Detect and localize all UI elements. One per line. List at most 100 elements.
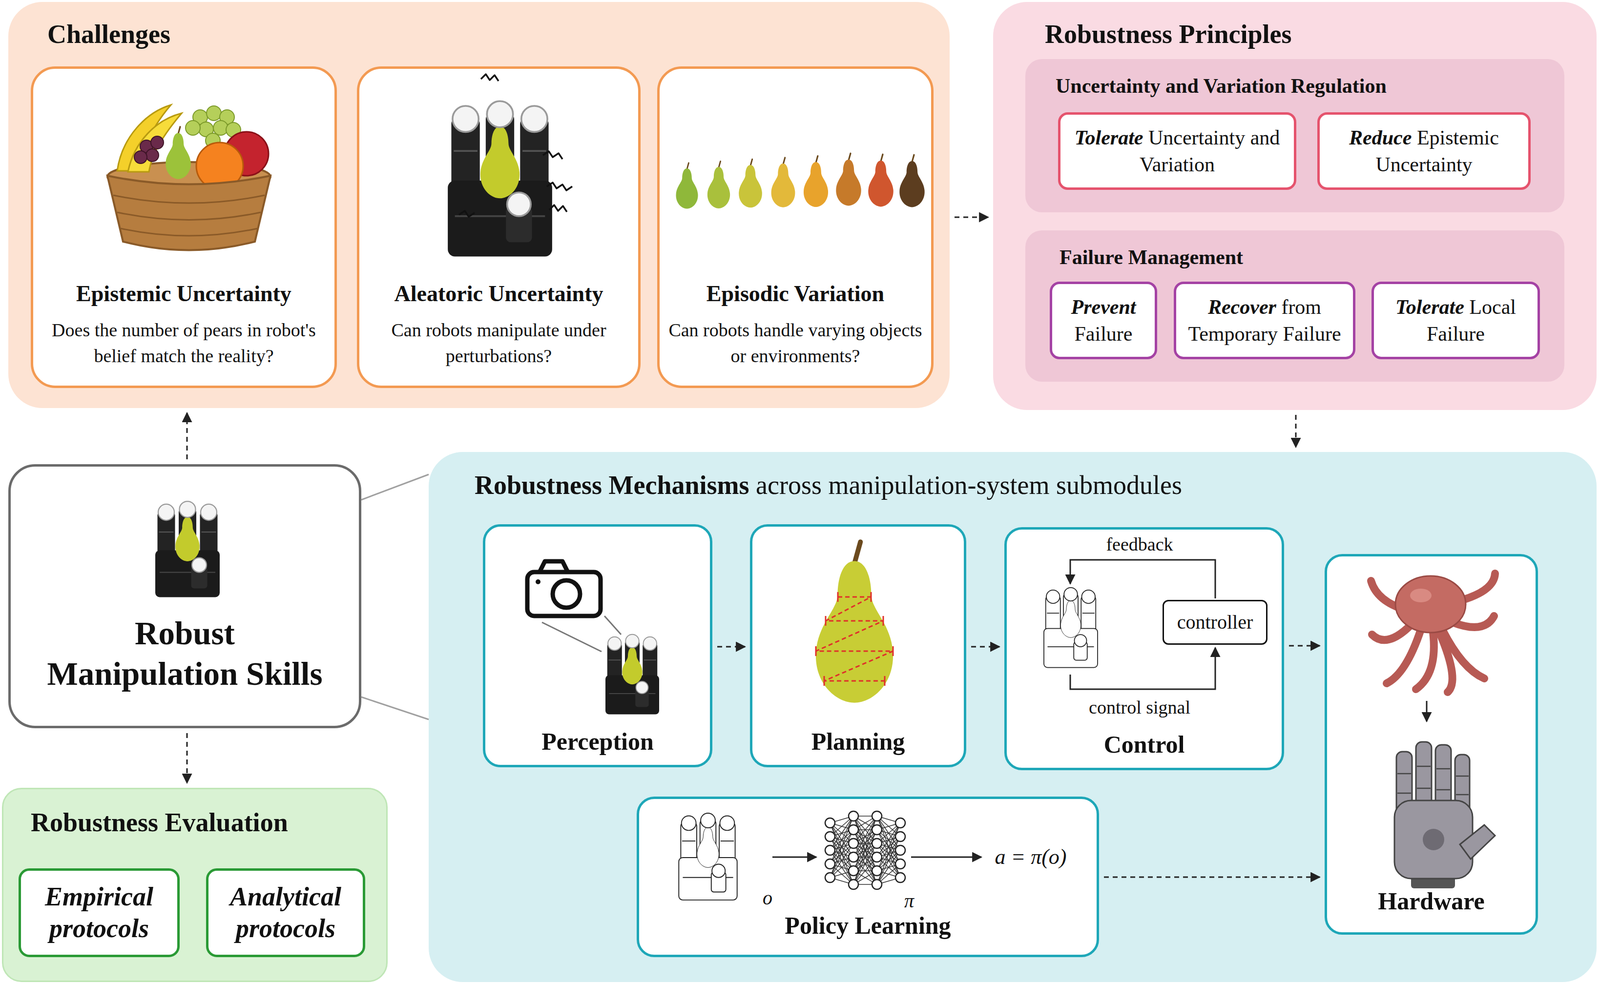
policy-figure xyxy=(830,823,854,844)
policy-figure xyxy=(895,872,906,883)
octopus-figure xyxy=(1426,701,1428,722)
robot-hand-figure xyxy=(1396,751,1413,816)
node-title: Robustness Mechanisms across manipulatio… xyxy=(474,469,1597,502)
policy-figure xyxy=(853,816,877,858)
robot-hand-figure xyxy=(1422,829,1445,851)
node-title: Challenges xyxy=(47,18,950,51)
policy-figure xyxy=(853,830,877,858)
fruit-basket xyxy=(150,136,164,149)
policy-figure xyxy=(825,872,835,883)
robot-hand-figure xyxy=(1394,742,1496,889)
policy-figure xyxy=(853,857,877,872)
node-title: Prevent Failure xyxy=(1057,293,1150,348)
dashed-arrow xyxy=(954,216,989,219)
octopus-figure xyxy=(1371,573,1496,693)
fruit-basket xyxy=(198,122,214,137)
perturbed-hand xyxy=(458,210,475,217)
mechanism-box: Controlcontroller xyxy=(1004,527,1285,771)
annotation-label: a = π(o) xyxy=(994,845,1067,870)
camera-icon xyxy=(541,622,602,652)
policy-figure xyxy=(876,823,901,831)
policy-figure xyxy=(853,843,877,872)
emphasis: Prevent xyxy=(1071,295,1137,319)
node-title: Planning xyxy=(811,727,906,757)
mechanism-box: Perception xyxy=(482,524,713,768)
policy-figure xyxy=(830,871,854,878)
octopus-figure xyxy=(1395,576,1466,633)
policy-figure xyxy=(876,823,901,844)
octopus-figure xyxy=(1410,588,1432,603)
policy-figure xyxy=(830,857,854,878)
node-title: Reduce Epistemic Uncertainty xyxy=(1324,124,1524,178)
policy-figure xyxy=(853,816,877,872)
camera-icon xyxy=(552,580,581,608)
challenge-card: Aleatoric UncertaintyCan robots manipula… xyxy=(356,66,641,389)
policy-figure xyxy=(876,830,901,865)
node-title: Analytical protocols xyxy=(214,881,357,945)
policy-figure xyxy=(876,877,901,885)
policy-figure xyxy=(848,838,859,849)
policy-figure xyxy=(830,816,854,865)
robot-hand-figure xyxy=(1416,766,1431,768)
perturbed-hand xyxy=(480,74,499,82)
octopus-figure xyxy=(1386,629,1421,684)
policy-figure xyxy=(876,816,901,824)
node-title: Aleatoric Uncertainty xyxy=(394,280,604,308)
policy-figure xyxy=(853,816,877,844)
policy-figure xyxy=(853,857,877,872)
planning-pear xyxy=(870,592,873,603)
pear-row xyxy=(675,153,925,209)
policy-figure xyxy=(876,836,901,885)
fruit-basket xyxy=(117,104,171,171)
policy-figure xyxy=(830,823,854,872)
annotation-label: o xyxy=(762,887,773,910)
mechanism-panel: Robustness Mechanisms across manipulatio… xyxy=(428,452,1597,983)
policy-figure xyxy=(853,816,877,885)
skills-hand xyxy=(155,501,220,598)
skills-hand xyxy=(155,501,220,598)
policy-figure xyxy=(825,845,835,856)
policy-figure xyxy=(853,816,877,844)
control-loop xyxy=(1043,560,1216,690)
emphasis: Robustness Mechanisms xyxy=(474,470,750,500)
fruit-basket xyxy=(213,120,229,136)
policy-figure xyxy=(772,856,817,859)
fruit-basket xyxy=(145,148,159,162)
robot-hand-figure xyxy=(1436,789,1451,791)
fruit-basket xyxy=(185,120,201,136)
robot-hand-figure xyxy=(1454,754,1470,816)
policy-figure xyxy=(853,815,877,817)
camera-icon xyxy=(605,634,660,715)
fruit-basket xyxy=(117,212,261,221)
node-title: Control xyxy=(1103,729,1185,760)
node-title: Epistemic Uncertainty xyxy=(76,280,292,308)
policy-figure xyxy=(876,857,901,878)
octopus-figure xyxy=(1440,634,1453,693)
policy-figure xyxy=(853,816,877,831)
perturbed-hand xyxy=(447,101,553,257)
policy-figure xyxy=(853,857,877,885)
fruit-basket xyxy=(113,195,265,204)
policy-figure xyxy=(853,830,877,844)
robot-hand-figure xyxy=(1397,773,1412,775)
fruit-basket xyxy=(107,175,271,251)
policy-figure xyxy=(876,830,901,878)
fruit-basket xyxy=(113,195,265,236)
planning-pear xyxy=(892,646,894,657)
policy-figure xyxy=(876,857,901,865)
zoom-line xyxy=(361,697,429,720)
zoom-line xyxy=(361,474,429,500)
camera-icon xyxy=(604,616,622,635)
robot-hand-figure xyxy=(1415,742,1432,816)
robot-hand-figure xyxy=(1416,788,1431,790)
policy-figure xyxy=(830,823,854,831)
fruit-basket xyxy=(219,109,235,125)
policy-figure xyxy=(876,830,901,851)
policy-figure xyxy=(830,816,854,824)
planning-pear xyxy=(884,676,886,686)
policy-figure xyxy=(895,831,906,842)
policy-figure xyxy=(876,871,901,878)
policy-figure xyxy=(876,836,901,844)
failure-box: Tolerate Local Failure xyxy=(1371,281,1540,360)
failure-box: Prevent Failure xyxy=(1049,281,1158,360)
